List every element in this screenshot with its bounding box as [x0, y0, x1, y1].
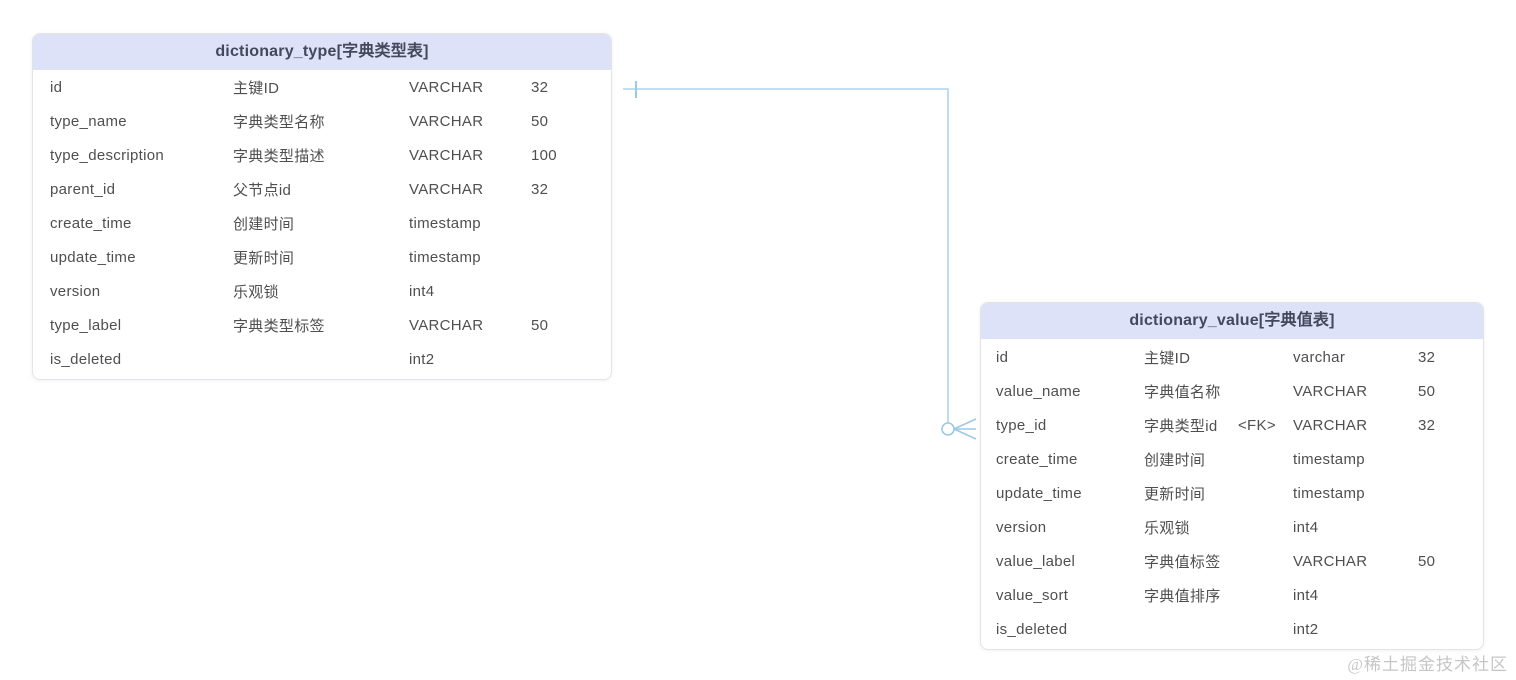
table-row: update_time 更新时间 timestamp [33, 240, 611, 274]
field-type: VARCHAR [1293, 416, 1368, 434]
field-name: type_id [996, 416, 1047, 434]
field-comment: 字典值排序 [1144, 587, 1221, 605]
table-row: update_time 更新时间 timestamp [981, 476, 1483, 510]
field-name: update_time [50, 248, 136, 266]
field-comment: 主键ID [233, 80, 280, 98]
field-name: type_description [50, 147, 165, 165]
field-size: 32 [531, 181, 549, 199]
field-type: VARCHAR [409, 181, 484, 199]
table-row: value_sort 字典值排序 int4 [981, 578, 1483, 612]
field-type: timestamp [1293, 484, 1365, 502]
field-name: version [50, 282, 101, 300]
field-type: int4 [409, 282, 435, 300]
field-name: value_label [996, 552, 1076, 570]
table-title: dictionary_value[字典值表] [981, 303, 1483, 339]
table-row: value_label 字典值标签 VARCHAR 50 [981, 544, 1483, 578]
table-dictionary-type[interactable]: dictionary_type[字典类型表] id 主键ID VARCHAR 32 ty… [32, 33, 612, 380]
field-name: update_time [996, 484, 1082, 502]
field-type: int4 [1293, 518, 1319, 536]
table-row: is_deleted int2 [33, 342, 611, 376]
field-comment: 乐观锁 [233, 283, 279, 301]
field-type: VARCHAR [1293, 552, 1368, 570]
table-row: value_name 字典值名称 VARCHAR 50 [981, 374, 1483, 408]
field-name: parent_id [50, 181, 116, 199]
field-comment: 创建时间 [1144, 451, 1206, 469]
field-comment: 更新时间 [233, 249, 295, 267]
field-comment: 字典值标签 [1144, 553, 1221, 571]
field-type: VARCHAR [1293, 382, 1368, 400]
field-type: int4 [1293, 586, 1319, 604]
field-name: create_time [996, 450, 1078, 468]
field-size: 50 [531, 316, 549, 334]
field-comment: 字典类型id [1144, 417, 1218, 435]
table-row: version 乐观锁 int4 [33, 274, 611, 308]
field-name: value_name [996, 382, 1081, 400]
field-size: 50 [531, 113, 549, 131]
field-name: type_name [50, 113, 127, 131]
field-size: 50 [1418, 552, 1436, 570]
field-name: id [50, 79, 63, 97]
field-type: int2 [409, 350, 435, 368]
table-row: type_description 字典类型描述 VARCHAR 100 [33, 139, 611, 173]
field-comment: 更新时间 [1144, 485, 1206, 503]
field-name: value_sort [996, 586, 1069, 604]
field-comment: 字典类型标签 [233, 317, 325, 335]
field-comment: 字典类型名称 [233, 114, 325, 132]
field-type: VARCHAR [409, 113, 484, 131]
field-comment: 父节点id [233, 182, 292, 200]
field-size: 32 [1418, 416, 1436, 434]
field-size: 32 [1418, 348, 1436, 366]
table-row: is_deleted int2 [981, 612, 1483, 646]
field-comment: 字典类型描述 [233, 148, 325, 166]
field-comment: 字典值名称 [1144, 383, 1221, 401]
field-size: 32 [531, 79, 549, 97]
field-name: is_deleted [996, 620, 1068, 638]
table-dictionary-value[interactable]: dictionary_value[字典值表] id 主键ID varchar 32 va… [980, 302, 1484, 650]
table-row: parent_id 父节点id VARCHAR 32 [33, 173, 611, 207]
field-size: 100 [531, 147, 557, 165]
table-row: id 主键ID VARCHAR 32 [33, 71, 611, 105]
field-type: varchar [1293, 348, 1346, 366]
table-row: type_label 字典类型标签 VARCHAR 50 [33, 308, 611, 342]
table-row: create_time 创建时间 timestamp [981, 442, 1483, 476]
field-type: VARCHAR [409, 79, 484, 97]
field-fk: <FK> [1238, 416, 1276, 434]
table-row: id 主键ID varchar 32 [981, 340, 1483, 374]
table-row: version 乐观锁 int4 [981, 510, 1483, 544]
connector-line [623, 88, 949, 423]
field-name: create_time [50, 215, 132, 232]
field-name: id [996, 348, 1009, 366]
field-type: timestamp [1293, 450, 1365, 468]
field-type: int2 [1293, 620, 1319, 638]
field-type: timestamp [409, 215, 481, 232]
field-name: type_label [50, 316, 122, 334]
field-type: timestamp [409, 248, 481, 266]
table-row: create_time 创建时间 timestamp [33, 207, 611, 241]
field-comment: 主键ID [1144, 349, 1191, 367]
table-row: type_name 字典类型名称 VARCHAR 50 [33, 105, 611, 139]
watermark: @稀土掘金技术社区 [1347, 655, 1508, 674]
field-type: VARCHAR [409, 147, 484, 165]
field-size: 50 [1418, 382, 1436, 400]
field-comment: 乐观锁 [1144, 519, 1190, 537]
crow-foot-icon [953, 418, 977, 440]
table-title: dictionary_type[字典类型表] [33, 34, 611, 70]
table-rows: id 主键ID varchar 32 value_name 字典值名称 VARCHAR 50 t… [981, 339, 1483, 649]
field-type: VARCHAR [409, 316, 484, 334]
field-name: version [996, 518, 1047, 536]
field-comment: 创建时间 [233, 216, 295, 233]
field-name: is_deleted [50, 350, 122, 368]
cardinality-zero-circle [941, 422, 955, 436]
table-row: type_id 字典类型id <FK> VARCHAR 32 [981, 408, 1483, 442]
